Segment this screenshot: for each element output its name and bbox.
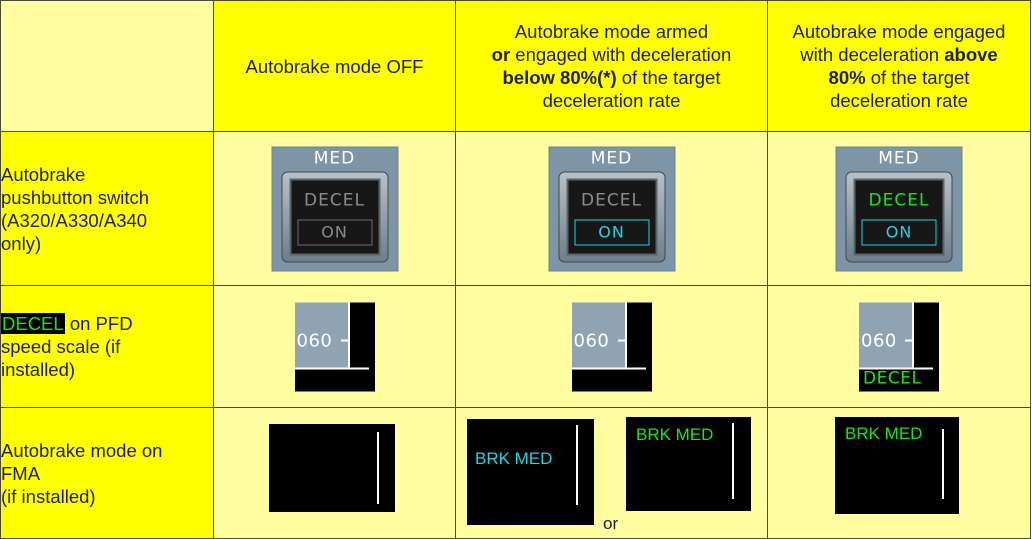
pushbutton-armed-cell: MED DECEL ON	[455, 131, 768, 286]
pb-face: DECEL ON	[853, 178, 945, 255]
fma-brk-med-cyan: BRK MED	[475, 449, 553, 468]
pb-decel-light: DECEL	[304, 190, 365, 210]
pushbutton-row-label: Autobrake pushbutton switch (A320/A330/A…	[0, 131, 214, 286]
pb-on-light: ON	[297, 219, 372, 245]
pfd-armed-cell: 060	[455, 285, 768, 408]
header-engaged-above: above	[944, 44, 998, 65]
header-armed-line2: engaged with deceleration	[510, 44, 732, 65]
speed-tape-edge	[912, 302, 914, 368]
header-engaged-line3: of the target	[865, 67, 970, 88]
header-armed-line4: deceleration rate	[542, 90, 681, 111]
pb-med-label: MED	[590, 148, 633, 168]
header-mode-off-text: Autobrake mode OFF	[245, 55, 424, 77]
speed-tick	[905, 339, 912, 341]
fma-engaged-cell: BRK MED	[767, 407, 1031, 539]
speed-tape	[859, 302, 912, 368]
speed-value: 060	[861, 330, 897, 351]
pb-on-light-lit: ON	[574, 219, 649, 245]
autobrake-pushbutton-off: MED DECEL ON	[271, 146, 398, 271]
speed-tick	[617, 339, 625, 341]
header-armed-line1: Autobrake mode armed	[514, 21, 709, 42]
pushbutton-label-line1: Autobrake	[1, 163, 86, 185]
pb-bezel: DECEL ON	[558, 171, 665, 262]
fma-column-line	[732, 423, 734, 499]
fma-armed-cell: BRK MED or BRK MED	[455, 407, 768, 539]
pb-on-light-lit: ON	[861, 219, 937, 245]
header-mode-off: Autobrake mode OFF	[213, 0, 456, 132]
fma-display-armed-green: BRK MED	[626, 417, 751, 511]
pfd-off-cell: 060	[213, 285, 456, 408]
header-engaged-80: 80%	[828, 67, 866, 88]
pb-bezel: DECEL ON	[845, 171, 953, 262]
pfd-row-label: DECEL on PFD speed scale (if installed)	[0, 285, 214, 408]
pushbutton-engaged-cell: MED DECEL ON	[767, 131, 1031, 286]
fma-display-engaged: BRK MED	[835, 417, 959, 514]
fma-brk-med-green: BRK MED	[636, 425, 714, 444]
fma-column-line	[576, 425, 578, 505]
pfd-label-line1: on PFD	[64, 313, 133, 334]
pb-med-label: MED	[313, 148, 356, 168]
fma-column-line	[942, 429, 944, 499]
header-armed-or: or	[491, 44, 511, 65]
pb-decel-light-lit: DECEL	[868, 190, 930, 210]
speed-tape-edge	[347, 302, 350, 368]
speed-tape-bottom	[294, 367, 369, 369]
fma-off-cell	[213, 407, 456, 539]
speed-value: 060	[573, 330, 610, 351]
pb-face: DECEL ON	[566, 178, 657, 255]
header-armed-below: below 80%(*)	[502, 67, 617, 88]
pfd-label-line2: speed scale (if	[1, 336, 121, 357]
pfd-speed-scale-off: 060	[294, 302, 375, 391]
fma-label-line1: Autobrake mode on	[1, 439, 163, 461]
header-mode-engaged: Autobrake mode engaged with deceleration…	[767, 0, 1031, 132]
header-row: Autobrake mode OFF Autobrake mode armed …	[0, 0, 1031, 132]
speed-tape-bottom	[571, 367, 646, 369]
pushbutton-row: Autobrake pushbutton switch (A320/A330/A…	[0, 131, 1031, 286]
speed-tape-bottom	[859, 367, 933, 369]
fma-row-label: Autobrake mode on FMA (if installed)	[0, 407, 214, 539]
pb-med-label: MED	[878, 148, 920, 168]
pfd-row: DECEL on PFD speed scale (if installed) …	[0, 285, 1031, 408]
pfd-decel-indication: DECEL	[863, 368, 922, 388]
pfd-speed-scale-engaged: 060 DECEL	[859, 302, 939, 391]
pb-face: DECEL ON	[289, 178, 380, 255]
corner-cell	[0, 0, 214, 132]
pfd-label-decel-tag: DECEL	[1, 313, 65, 334]
fma-display-armed-cyan: BRK MED	[467, 419, 594, 525]
speed-tape	[571, 302, 625, 368]
pushbutton-label-line2: pushbutton switch	[1, 186, 150, 208]
autobrake-pushbutton-engaged: MED DECEL ON	[835, 146, 963, 271]
pb-bezel: DECEL ON	[281, 171, 388, 262]
pushbutton-off-cell: MED DECEL ON	[213, 131, 456, 286]
autobrake-pushbutton-armed: MED DECEL ON	[548, 146, 675, 271]
fma-brk-med-green: BRK MED	[845, 424, 923, 443]
or-text: or	[603, 514, 619, 533]
header-engaged-line2: with deceleration	[800, 44, 945, 65]
pfd-speed-scale-armed: 060	[571, 302, 652, 391]
pushbutton-label-line4: only)	[1, 232, 42, 254]
fma-display-off	[269, 424, 395, 512]
pushbutton-label-line3: (A320/A330/A340	[1, 209, 148, 231]
speed-value: 060	[296, 330, 333, 351]
header-engaged-line1: Autobrake mode engaged	[792, 21, 1006, 42]
fma-column-line	[377, 432, 379, 504]
speed-tape	[294, 302, 348, 368]
pfd-label-line3: installed)	[1, 359, 76, 380]
header-engaged-line4: deceleration rate	[830, 90, 968, 111]
speed-tick	[340, 339, 348, 341]
header-mode-armed: Autobrake mode armed or engaged with dec…	[455, 0, 768, 132]
fma-label-line3: (if installed)	[1, 485, 96, 507]
pfd-engaged-cell: 060 DECEL	[767, 285, 1031, 408]
fma-label-line2: FMA	[1, 462, 41, 484]
speed-tape-edge	[624, 302, 627, 368]
pb-decel-light: DECEL	[581, 190, 642, 210]
header-armed-line3: of the target	[616, 67, 721, 88]
fma-row: Autobrake mode on FMA (if installed) BRK…	[0, 407, 1031, 539]
